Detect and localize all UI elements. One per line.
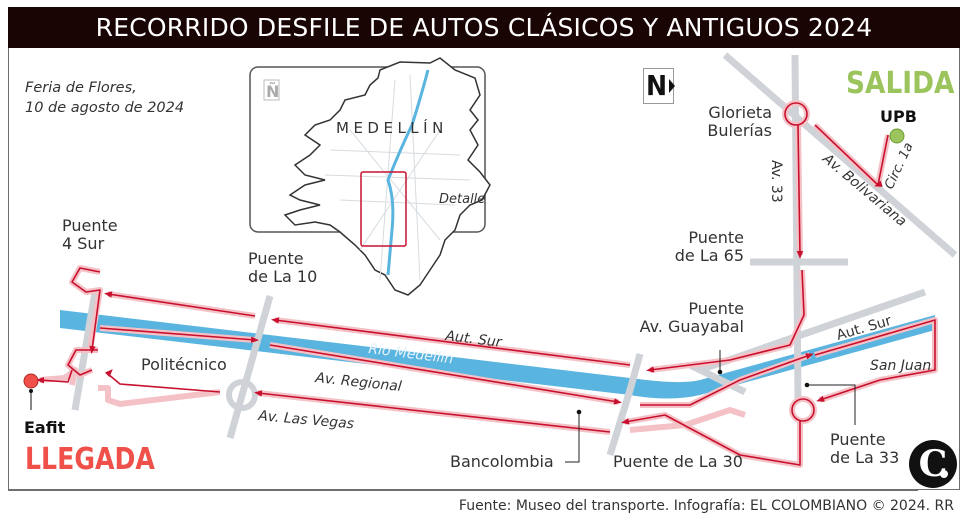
inset-detail-label: Detalle	[439, 192, 485, 207]
road-label-aut-sur: Aut. Sur	[444, 328, 504, 351]
start-label: SALIDA	[846, 66, 955, 101]
place-puente-la-30: Puente de La 30	[613, 452, 743, 471]
place-puente-la-65: Puente de La 65	[674, 228, 744, 266]
place-puente-la-10: Puente de La 10	[248, 249, 318, 287]
inset-north-icon: Ñ	[266, 82, 279, 101]
start-marker	[889, 128, 905, 144]
finish-label: LLEGADA	[25, 442, 155, 477]
finish-place-label: Eafit	[24, 418, 66, 437]
road-label-av-las-vegas: Av. Las Vegas	[257, 408, 355, 432]
parade-route	[36, 100, 938, 468]
source-credit: Fuente: Museo del transporte. Infografía…	[458, 498, 954, 514]
place-puente-la-33: Puente de La 33	[830, 430, 900, 468]
el-colombiano-logo: C	[909, 440, 957, 488]
road-label-av-regional: Av. Regional	[314, 370, 403, 395]
north-icon: N	[646, 69, 668, 102]
inset-city-label: MEDELLÍN	[336, 118, 448, 137]
footer-divider	[8, 490, 918, 491]
road-label-av-33: Av. 33	[768, 160, 784, 203]
finish-marker	[23, 373, 39, 389]
roads	[71, 52, 958, 457]
north-arrow-icon	[669, 79, 676, 93]
place-glorieta-bulerias: Glorieta Bulerías	[707, 103, 772, 141]
place-puente-4-sur: Puente 4 Sur	[62, 216, 118, 254]
place-bancolombia: Bancolombia	[450, 452, 554, 471]
page-title: RECORRIDO DESFILE DE AUTOS CLÁSICOS Y AN…	[95, 13, 873, 42]
start-place-label: UPB	[880, 107, 917, 126]
subtitle-line2: 10 de agosto de 2024	[25, 100, 185, 116]
place-politecnico: Politécnico	[141, 355, 227, 374]
title-bar: RECORRIDO DESFILE DE AUTOS CLÁSICOS Y AN…	[8, 7, 960, 48]
north-compass: N	[643, 68, 676, 104]
place-puente-av-guayabal: Puente Av. Guayabal	[639, 299, 744, 337]
event-subtitle: Feria de Flores, 10 de agosto de 2024	[25, 78, 184, 118]
inset-map: Detalle MEDELLÍN Ñ	[249, 57, 491, 296]
subtitle-line1: Feria de Flores,	[25, 80, 137, 96]
road-label-san-juan: San Juan	[870, 358, 931, 374]
